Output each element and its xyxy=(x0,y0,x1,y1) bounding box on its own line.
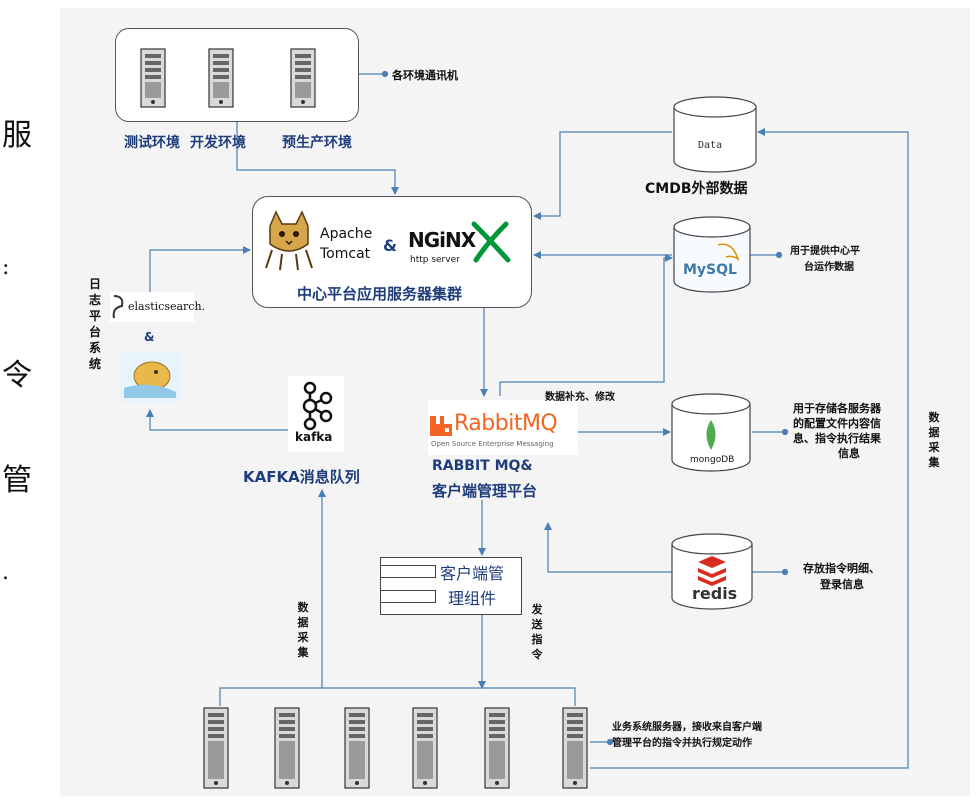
elasticsearch-icon xyxy=(112,295,124,319)
edge-fragment-5: . xyxy=(2,560,9,585)
mysql-desc-line2: 台运作数据 xyxy=(804,262,854,273)
central-platform-title: 中心平台应用服务器集群 xyxy=(297,285,463,303)
client-component-box xyxy=(380,557,522,615)
mysql-logo: MySQL xyxy=(683,262,737,278)
edge-label-data-collect-right: 数据采集 xyxy=(928,411,940,469)
edge-fragment-4: 管 xyxy=(2,463,32,498)
kibana-icon xyxy=(120,352,180,402)
connector-log-central xyxy=(149,246,251,295)
nginx-subtitle: http server xyxy=(410,255,460,265)
mysql-database-icon xyxy=(673,216,751,293)
log-platform-vertical-label: 日志平台系统 xyxy=(88,277,101,371)
tomcat-line2: Tomcat xyxy=(320,246,371,262)
log-platform-amp: & xyxy=(144,330,155,344)
central-amp: & xyxy=(383,236,397,255)
edge-label-data-collect-left: 数据采集 xyxy=(297,601,309,659)
cmdb-cylinder-text: Data xyxy=(698,140,723,151)
cmdb-label: CMDB外部数据 xyxy=(645,181,748,197)
redis-desc-line1: 存放指令明细、 xyxy=(803,562,880,575)
env-label-preprod: 预生产环境 xyxy=(282,135,352,151)
business-server-icon-5 xyxy=(484,707,510,793)
env-label-test: 测试环境 xyxy=(124,135,180,151)
nginx-logo: NGiNX xyxy=(408,228,476,252)
connector-server-bus xyxy=(219,687,576,706)
connector-env-central xyxy=(236,120,399,195)
redis-logo-text: redis xyxy=(692,584,738,603)
business-server-icon-2 xyxy=(274,707,300,793)
mongo-desc-line4: 信息 xyxy=(838,447,860,460)
rabbit-label-line2: 客户端管理平台 xyxy=(432,482,538,500)
connector-cmdb-central xyxy=(533,131,672,220)
edge-fragment-2: : xyxy=(2,255,10,280)
component-label-line1: 客户端管 xyxy=(440,564,505,583)
component-label-line2: 理组件 xyxy=(448,589,497,608)
mongo-desc-line2: 的配置文件内容信 xyxy=(793,417,881,430)
mongodb-logo-text: mongoDB xyxy=(690,455,735,465)
component-tab-top xyxy=(380,565,436,578)
kafka-label: KAFKA消息队列 xyxy=(243,468,360,486)
central-platform-box xyxy=(252,196,532,308)
business-server-icon-4 xyxy=(412,707,438,793)
mysql-desc-line1: 用于提供中心平 xyxy=(790,246,860,257)
tomcat-line1: Apache xyxy=(320,226,373,242)
environment-server-icon-3 xyxy=(290,48,316,112)
edge-fragment-1: 服 xyxy=(2,118,32,153)
env-label-dev: 开发环境 xyxy=(190,135,246,151)
component-tab-bottom xyxy=(380,590,436,603)
rabbit-label-line1: RABBIT MQ& xyxy=(432,458,533,474)
mongo-desc-line1: 用于存储各服务器 xyxy=(793,402,881,415)
redis-database-icon xyxy=(671,533,753,610)
rabbitmq-logo-text: RabbitMQ xyxy=(454,411,558,436)
env-callout-text: 各环境通讯机 xyxy=(392,69,458,82)
connector-rabbit-mysql xyxy=(499,254,673,396)
environment-server-icon-2 xyxy=(208,48,234,112)
business-server-icon-6 xyxy=(562,707,588,793)
redis-desc-line2: 登录信息 xyxy=(820,578,864,591)
business-server-icon-3 xyxy=(344,707,370,793)
rabbitmq-icon xyxy=(430,416,452,436)
kafka-icon xyxy=(288,376,344,452)
mongodb-database-icon xyxy=(671,393,751,472)
nginx-x-icon xyxy=(471,221,511,263)
kafka-logo-text: kafka xyxy=(295,430,333,444)
rabbit-edge-label: 数据补充、修改 xyxy=(545,392,615,403)
cmdb-database-icon xyxy=(673,96,757,173)
elasticsearch-logo-box xyxy=(110,292,194,322)
rabbitmq-logo-box xyxy=(428,400,578,455)
tomcat-icon xyxy=(265,210,313,271)
environment-server-icon-1 xyxy=(140,48,166,112)
mongo-desc-line3: 息、指令执行结果 xyxy=(793,432,881,445)
connector-servers-cmdb xyxy=(590,128,909,769)
business-desc-line2: 管理平台的指令并执行规定动作 xyxy=(612,738,752,749)
edge-fragment-3: 令 xyxy=(2,358,32,393)
business-desc-line1: 业务系统服务器，接收来自客户端 xyxy=(612,722,762,733)
business-server-icon-1 xyxy=(203,707,229,793)
connector-kafka-log xyxy=(146,409,288,431)
edge-label-send-command: 发送指令 xyxy=(531,603,543,661)
rabbitmq-subtitle: Open Source Enterprise Messaging xyxy=(431,440,554,448)
connector-redis-rabbit xyxy=(544,522,672,573)
elasticsearch-logo-text: elasticsearch. xyxy=(128,300,206,313)
